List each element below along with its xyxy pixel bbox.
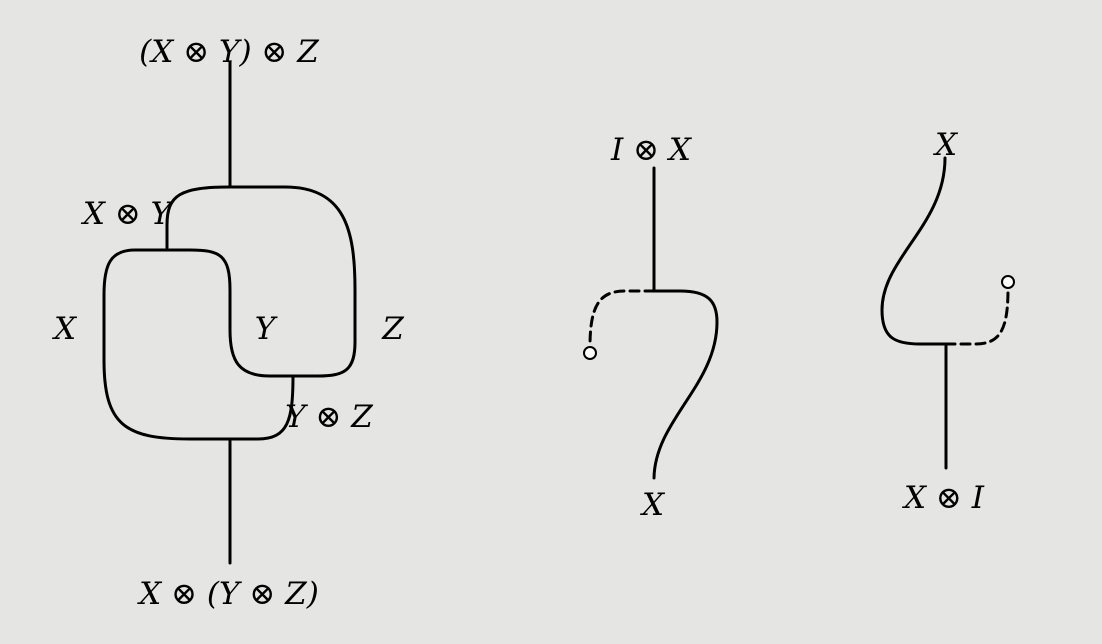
right-unitor-dashed-unit-wire (944, 287, 1010, 346)
associator-top-label: (X ⊗ Y) ⊗ Z (139, 34, 319, 70)
associator-xy-label: X ⊗ Y (81, 196, 174, 232)
associator-x-label: X (52, 311, 78, 347)
associator-yz-label: Y ⊗ Z (285, 399, 373, 435)
right-unitor-bottom-label: X ⊗ I (902, 480, 985, 516)
left-unitor-dashed-unit-wire (588, 289, 656, 348)
associator-y-label: Y (255, 311, 278, 347)
associator-outer-loop-wire (102, 185, 357, 441)
right-unitor-x-wire (880, 156, 948, 346)
right-unitor-diagram: X X ⊗ I (880, 127, 1015, 516)
left-unitor-unit-endpoint (583, 346, 597, 360)
left-unitor-top-label: I ⊗ X (610, 132, 693, 168)
right-unitor-unit-endpoint (1001, 275, 1015, 289)
left-unitor-x-wire (652, 289, 719, 480)
associator-bottom-label: X ⊗ (Y ⊗ Z) (137, 576, 319, 612)
associator-z-label: Z (381, 311, 404, 347)
left-unitor-bottom-label: X (640, 487, 666, 523)
associator-diagram: (X ⊗ Y) ⊗ Z X ⊗ Y X Y Z Y ⊗ Z X ⊗ (Y ⊗ Z… (52, 34, 404, 612)
left-unitor-diagram: I ⊗ X X (583, 132, 719, 523)
right-unitor-top-label: X (933, 127, 959, 163)
